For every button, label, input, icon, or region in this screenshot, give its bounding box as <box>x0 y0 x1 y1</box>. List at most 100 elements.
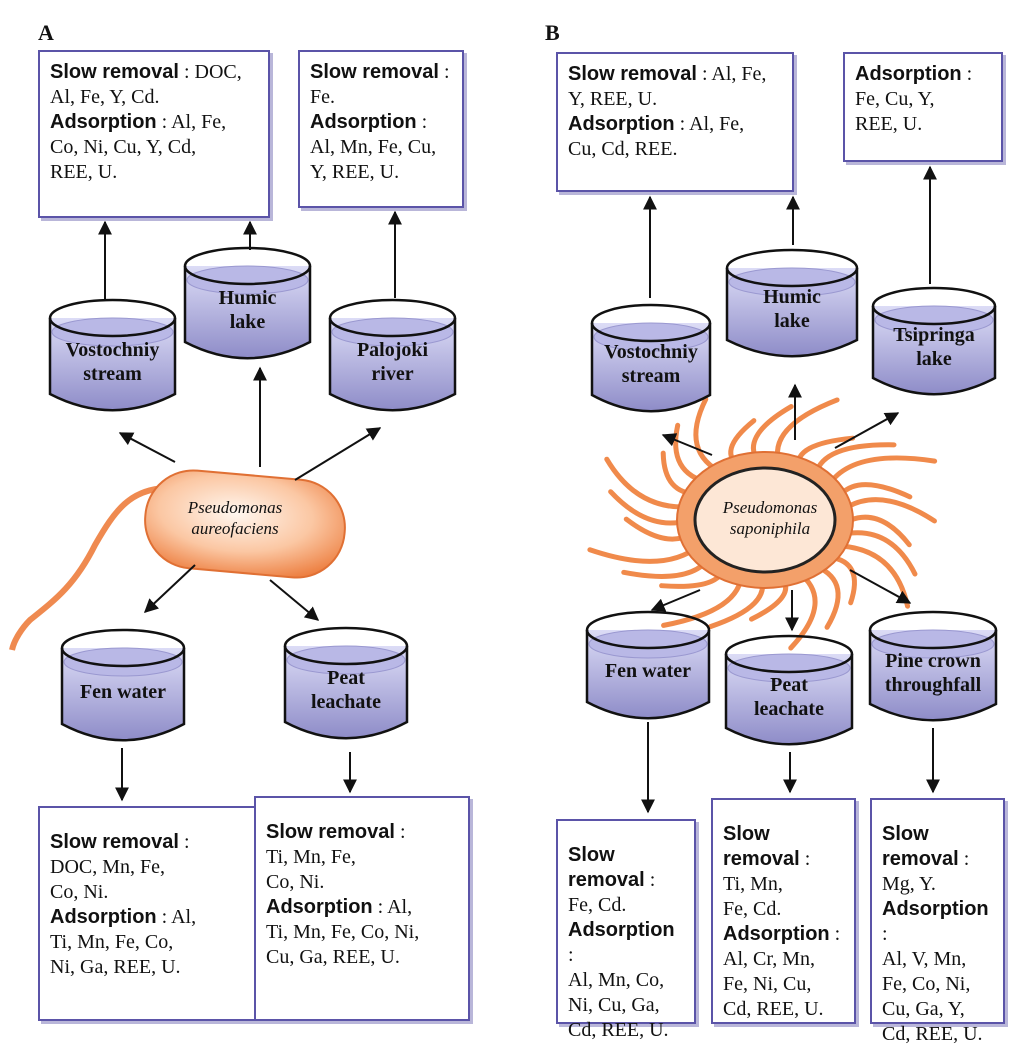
result-box-line: Y, REE, U. <box>568 87 782 112</box>
result-box-line: Al, Fe, Y, Cd. <box>50 85 258 110</box>
result-box-line: removal : <box>882 847 993 872</box>
result-elements: : Al, Fe, <box>674 113 745 135</box>
result-elements: Fe. <box>310 86 335 108</box>
beaker-label-line: stream <box>83 362 142 385</box>
result-box-line: Fe, Co, Ni, <box>882 972 993 997</box>
result-elements: : <box>438 61 450 83</box>
result-category: Slow removal <box>50 61 179 83</box>
beaker-label-line: Fen water <box>79 680 167 703</box>
result-box-line: Adsorption : Al, <box>266 895 458 920</box>
result-box-line: Cd, REE, U. <box>568 1018 684 1043</box>
result-elements: Al, Fe, Y, Cd. <box>50 86 160 108</box>
result-category: removal <box>723 848 800 870</box>
result-elements: DOC, Mn, Fe, <box>50 856 166 878</box>
beaker-label-line: Vostochniy <box>604 341 698 364</box>
beaker-label-line: Palojoki <box>356 338 429 361</box>
result-elements: Cu, Ga, Y, <box>882 998 965 1020</box>
arrows <box>98 165 940 814</box>
organism-name: Pseudomonas saponiphila <box>695 497 845 539</box>
result-elements: Cd, REE, U. <box>723 998 824 1020</box>
result-category: Adsorption <box>310 111 417 133</box>
result-box-line: Adsorption : <box>723 922 844 947</box>
result-elements: : <box>882 923 888 945</box>
result-elements: : <box>568 944 574 966</box>
result-category: Adsorption <box>568 919 675 941</box>
result-box-line: Ti, Mn, Fe, Co, Ni, <box>266 920 458 945</box>
beaker-b-0 <box>590 303 712 413</box>
result-category: Slow <box>882 823 929 845</box>
result-box-line: REE, U. <box>50 160 258 185</box>
result-box-line: Al, Mn, Co, <box>568 968 684 993</box>
arrow <box>849 569 912 604</box>
arrow <box>294 427 382 481</box>
result-box-line: Adsorption : Al, Fe, <box>568 112 782 137</box>
result-box-line: Al, V, Mn, <box>882 947 993 972</box>
result-box-line: Al, Cr, Mn, <box>723 947 844 972</box>
result-box-line: Mg, Y. <box>882 872 993 897</box>
beaker-a-0 <box>48 298 177 412</box>
beaker-b-2 <box>871 286 997 396</box>
beaker-label-line: Peat <box>327 666 365 689</box>
result-box-line: DOC, Mn, Fe, <box>50 855 258 880</box>
result-elements: Ti, Mn, Fe, Co, <box>50 931 174 953</box>
beaker-label-line: stream <box>621 365 681 388</box>
result-elements: Fe, Cd. <box>723 898 782 920</box>
organism-name-line: Pseudomonas <box>722 498 818 517</box>
result-box-line: Ti, Mn, Fe, <box>266 845 458 870</box>
result-elements: Al, Mn, Co, <box>568 969 665 991</box>
beaker-a-1 <box>183 246 312 360</box>
result-category: Slow removal <box>266 821 395 843</box>
result-elements: Fe, Co, Ni, <box>882 973 971 995</box>
result-elements: : <box>394 821 406 843</box>
result-box-line: Ti, Mn, Fe, Co, <box>50 930 258 955</box>
result-box-line: Adsorption : <box>568 918 684 968</box>
result-box-line: Fe, Cd. <box>723 897 844 922</box>
result-box-line: Fe, Cd. <box>568 893 684 918</box>
result-box-line: Co, Ni. <box>50 880 258 905</box>
panel-letter-b: B <box>545 20 560 45</box>
result-box-line: REE, U. <box>855 112 991 137</box>
panel-letter-a: A <box>38 20 54 45</box>
result-box-line: Slow removal : <box>310 60 452 85</box>
result-elements: Fe, Cd. <box>568 894 627 916</box>
result-elements: Co, Ni, Cu, Y, Cd, <box>50 136 197 158</box>
result-elements: : Al, Fe, <box>156 111 227 133</box>
result-elements: Ti, Mn, <box>723 873 783 895</box>
result-elements: : <box>961 63 973 85</box>
result-category: Slow removal <box>50 831 179 853</box>
result-box-line: Cu, Cd, REE. <box>568 137 782 162</box>
result-elements: Al, Mn, Fe, Cu, <box>310 136 437 158</box>
result-category: removal <box>568 869 645 891</box>
beaker-label-line: leachate <box>754 697 824 720</box>
beaker-label-line: Tsipringa <box>893 324 975 347</box>
result-elements: Cd, REE, U. <box>568 1019 669 1041</box>
result-elements: Fe, Ni, Cu, <box>723 973 812 995</box>
result-elements: Al, Cr, Mn, <box>723 948 815 970</box>
result-elements: Ni, Ga, REE, U. <box>50 956 181 978</box>
result-box-line: Slow removal : <box>50 830 258 855</box>
result-box: Slow removal :DOC, Mn, Fe,Co, Ni.Adsorpt… <box>38 806 270 1021</box>
result-elements: : Al, <box>372 896 413 918</box>
result-box-line: Cu, Ga, Y, <box>882 997 993 1022</box>
bacterium-b <box>587 396 938 651</box>
organism-name-line: saponiphila <box>729 519 811 538</box>
beaker-label: Fen water <box>62 680 184 704</box>
beaker-b-4 <box>724 634 854 746</box>
beaker-label-line: Humic <box>218 286 277 309</box>
result-box-line: Cd, REE, U. <box>723 997 844 1022</box>
result-box-line: Ni, Ga, REE, U. <box>50 955 258 980</box>
result-elements: Al, V, Mn, <box>882 948 967 970</box>
result-category: Slow <box>723 823 770 845</box>
bacterium-a <box>9 469 346 651</box>
result-category: Adsorption <box>568 113 675 135</box>
result-box: Slow removal : Al, Fe,Y, REE, U.Adsorpti… <box>556 52 794 192</box>
result-box-line: Co, Ni, Cu, Y, Cd, <box>50 135 258 160</box>
result-category: Adsorption <box>50 111 157 133</box>
